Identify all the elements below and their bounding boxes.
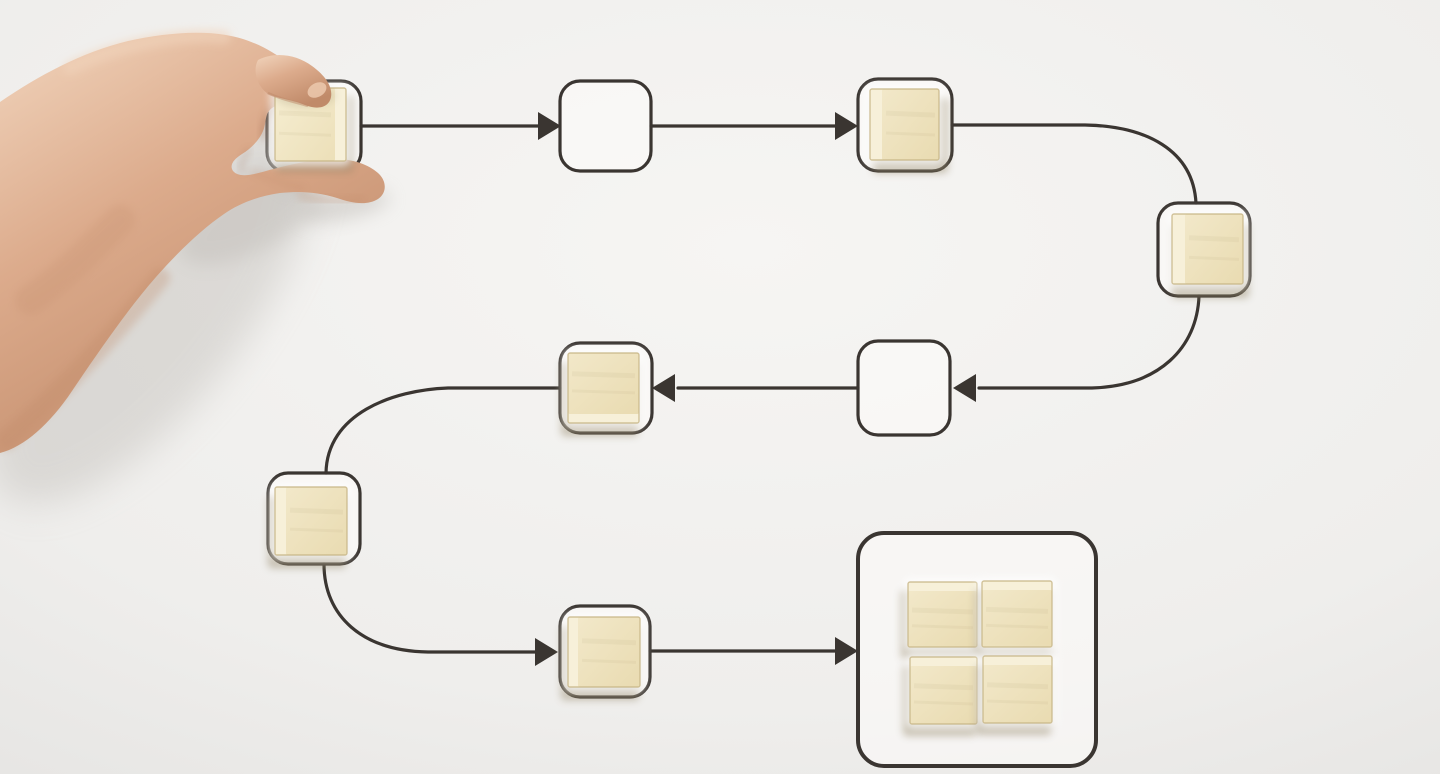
wood-block-final-br-grain (986, 682, 1049, 690)
wood-block-step-6-grain (571, 371, 636, 379)
node-step-2-empty (558, 79, 653, 173)
wood-block-step-7-grain (289, 507, 344, 515)
wood-block-final-bl-grain (913, 700, 974, 706)
arrowhead-into-node-5 (953, 374, 976, 402)
highlight-knuckles (63, 29, 231, 75)
wood-block-final-tr-face (982, 590, 1052, 647)
wood-block-final-bl-grain (913, 683, 974, 691)
wood-block-step-8 (561, 613, 645, 700)
wood-block-step-4 (1167, 210, 1249, 298)
wood-block-step-6-grain (571, 389, 636, 395)
wood-block-step-3-edge (869, 88, 940, 161)
wood-block-step-7-edge (274, 486, 348, 556)
wood-block-start-grain (278, 110, 332, 118)
wood-block-step-3-grain (885, 110, 936, 118)
node-step-5-empty (856, 339, 952, 437)
wood-block-final-br-edge (982, 655, 1053, 724)
wood-block-final-bl (903, 653, 982, 736)
shade-thumb-tip (297, 193, 365, 204)
arrowhead-into-node-2 (538, 112, 561, 140)
arrowhead-into-node-3 (835, 112, 858, 140)
connector-3-4 (950, 123, 1198, 205)
wood-block-final-tr-edge (981, 580, 1053, 648)
wood-block-final-tr-grain (985, 623, 1049, 629)
crease-thumb-web (250, 170, 306, 190)
wood-block-step-3 (865, 85, 948, 173)
wood-block-final-tr (975, 577, 1057, 659)
wood-blocks (268, 85, 1249, 736)
index-fingernail (307, 82, 327, 98)
wood-block-step-8-grain (581, 658, 637, 664)
wood-block-step-4-grain (1188, 235, 1240, 243)
wood-block-step-3-face (882, 89, 939, 160)
wood-block-step-7-face (286, 487, 347, 555)
wood-block-final-br-grain (986, 699, 1049, 705)
wood-block-step-4-face (1185, 214, 1243, 284)
index-fingertip-shade (267, 91, 309, 108)
wood-block-step-7 (268, 483, 352, 568)
wood-block-start-grain (278, 131, 332, 137)
connector-6-7 (324, 386, 562, 475)
wood-block-final-tl-grain (911, 607, 974, 615)
connector-4-5 (977, 294, 1201, 390)
shade-wrist (15, 205, 135, 315)
arrowhead-into-final-node (835, 637, 858, 665)
wood-block-step-6 (561, 349, 644, 436)
wood-block-step-8-grain (581, 638, 637, 646)
connector-7-8 (322, 562, 538, 654)
wood-block-final-tr-grain (985, 606, 1049, 614)
wood-block-step-7-grain (289, 527, 344, 533)
wood-block-step-6-edge (567, 352, 640, 424)
wood-block-step-3-grain (885, 131, 936, 137)
wood-block-final-br (976, 652, 1057, 735)
arrowhead-into-node-6 (652, 374, 675, 402)
wood-block-step-6-face (568, 353, 639, 414)
wood-block-final-bl-face (910, 666, 977, 724)
shade-palm-edge (0, 268, 170, 450)
wood-block-step-4-edge (1171, 213, 1244, 285)
wood-block-final-tl-grain (911, 624, 974, 630)
wood-block-step-4-grain (1188, 255, 1240, 261)
wood-block-final-tl-face (908, 591, 977, 647)
wood-block-step-8-edge (567, 616, 641, 688)
wood-block-final-br-face (983, 665, 1052, 723)
index-finger (255, 55, 335, 108)
crease-middle-fold (239, 148, 251, 173)
wood-block-final-tl (901, 578, 982, 659)
arrowhead-into-node-8 (535, 638, 558, 666)
wood-block-step-8-face (578, 617, 640, 687)
